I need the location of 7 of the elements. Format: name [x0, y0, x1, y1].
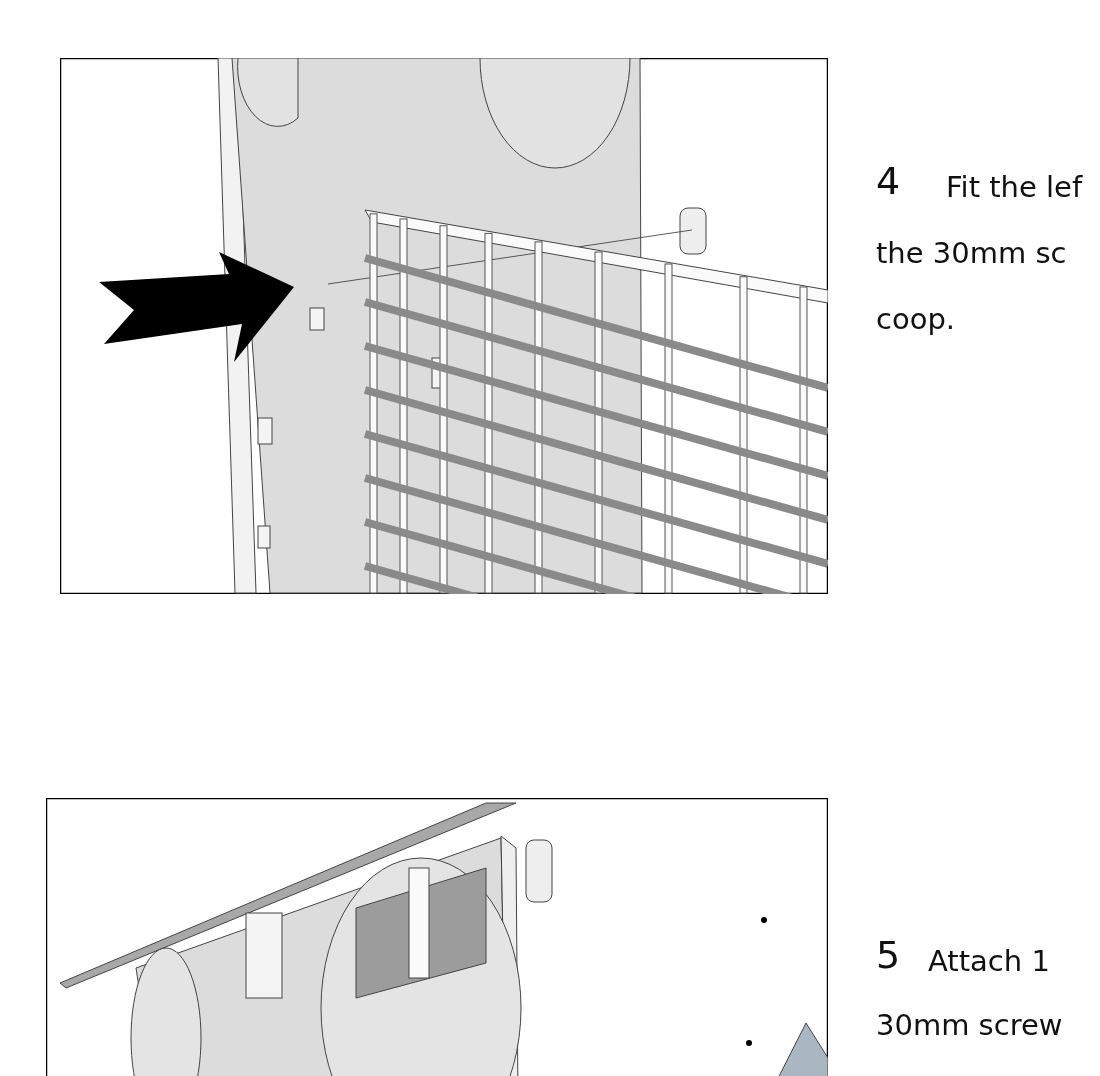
- instruction-text: 30mm screw: [876, 1008, 1063, 1042]
- instruction-text: coop.: [876, 302, 956, 336]
- instruction-text: the 30mm sc: [876, 236, 1067, 270]
- instruction-text: Fit the lef: [946, 170, 1083, 204]
- instruction-text: Attach 1: [928, 944, 1050, 978]
- step-number: 5: [876, 938, 901, 972]
- step-number: 4: [876, 164, 901, 198]
